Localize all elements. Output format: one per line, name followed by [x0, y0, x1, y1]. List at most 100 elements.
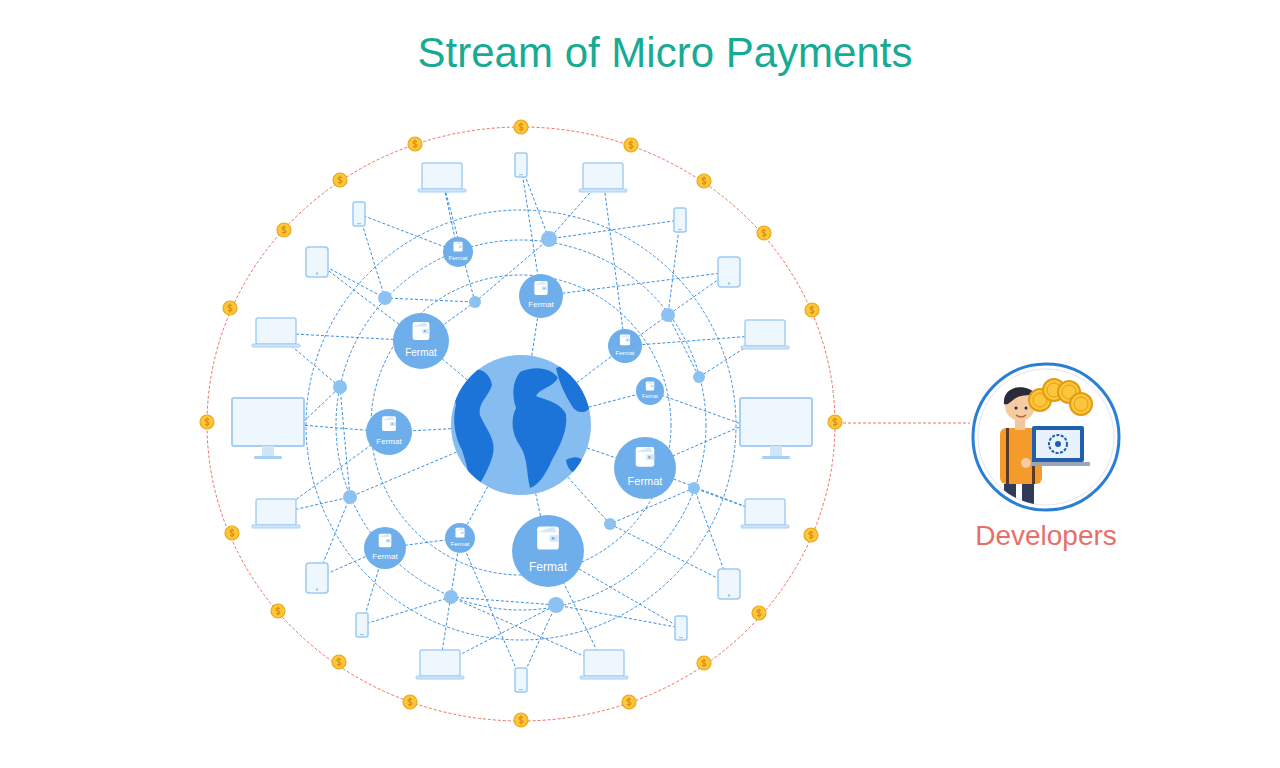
devices	[232, 153, 812, 692]
wallet-node: Fermat	[614, 437, 676, 499]
laptop-icon	[579, 163, 627, 192]
leg	[1004, 484, 1016, 514]
continent	[454, 369, 493, 492]
wallet-flap	[636, 447, 653, 452]
tablet-icon	[718, 569, 740, 599]
laptop-icon	[418, 163, 466, 192]
wallet-icon	[620, 334, 630, 345]
mesh-line	[300, 387, 340, 425]
wallet-icon	[382, 416, 396, 431]
tablet-icon	[306, 563, 328, 593]
network-rings	[306, 210, 736, 640]
coin-icon	[624, 138, 638, 152]
coin-icon	[277, 223, 291, 237]
mesh-line	[340, 387, 350, 497]
circle-fill	[445, 523, 475, 553]
wallet-dot	[462, 532, 463, 533]
wallet-flap	[379, 534, 390, 537]
wallet-clasp	[390, 422, 396, 426]
laptop-display	[1036, 430, 1080, 458]
wallet-flap	[454, 242, 462, 244]
wallet-node: Fermat	[366, 409, 412, 455]
mesh-lines	[276, 165, 765, 680]
hub-dot	[693, 371, 705, 383]
hub-dot	[541, 231, 557, 247]
phone-icon	[515, 153, 527, 177]
hub-dot	[661, 308, 675, 322]
wallet-flap	[620, 334, 629, 337]
mesh-line	[385, 298, 475, 302]
laptop-icon	[416, 650, 464, 679]
ring	[306, 210, 736, 640]
hub-dot	[343, 490, 357, 504]
mesh-line	[475, 239, 549, 302]
phone-icon	[674, 208, 686, 232]
wallet-node: Fermat	[393, 313, 449, 369]
developers-node: Developers	[966, 362, 1126, 552]
circle-fill	[608, 329, 642, 363]
wallet-icon	[454, 242, 463, 252]
coin-icon	[403, 695, 417, 709]
mesh-line	[603, 178, 625, 346]
mesh-line	[460, 538, 521, 680]
coin-icon	[223, 301, 237, 315]
mesh-line	[556, 605, 681, 628]
wallet-clasp	[459, 245, 463, 248]
coin-icon	[514, 713, 528, 727]
laptop-icon	[741, 320, 789, 349]
laptop-icon	[252, 499, 300, 528]
hub-dots	[333, 231, 705, 613]
coin-icon	[333, 173, 347, 187]
wallet-dot	[543, 287, 545, 289]
wallet-clasp	[422, 329, 429, 334]
globe	[451, 355, 596, 495]
continent	[566, 457, 584, 472]
wallet-circle	[393, 313, 449, 369]
gear-hub	[1055, 441, 1061, 447]
coins	[200, 120, 842, 727]
suspender	[1006, 428, 1009, 484]
wallet-clasp	[646, 454, 654, 460]
phone-icon	[353, 202, 365, 226]
circle-fill	[512, 515, 584, 587]
wallet-flap	[646, 381, 654, 383]
wallet-icon	[456, 528, 465, 538]
node-label: Fermat	[450, 541, 469, 547]
coin-icon	[697, 174, 711, 188]
wallet-icon	[534, 281, 547, 295]
wallet-clasp	[651, 385, 655, 388]
coin-icon	[622, 695, 636, 709]
wallet-node: Fermat	[445, 523, 475, 553]
monitor-icon	[232, 398, 304, 459]
wallet-icon	[636, 447, 655, 467]
wallet-dot	[651, 386, 652, 387]
wallet-dot	[391, 423, 393, 425]
node-label: Fermat	[628, 476, 663, 487]
mesh-line	[359, 214, 458, 252]
coin-rim	[1074, 397, 1088, 411]
node-label: Fermat	[376, 438, 401, 446]
mesh-line	[362, 597, 451, 625]
wallet-flap	[534, 281, 546, 285]
wallet-icon	[413, 322, 430, 340]
wallet-circle	[519, 274, 563, 318]
wallet-dot	[387, 540, 389, 542]
node-label: Fermat	[405, 348, 437, 358]
coin-icon	[697, 656, 711, 670]
wallet-clasp	[386, 539, 391, 543]
wallet-flap	[456, 528, 464, 530]
gear-icon	[1049, 435, 1067, 453]
circle-fill	[364, 527, 406, 569]
hub-dot	[444, 590, 458, 604]
hub-dot	[378, 291, 392, 305]
coin-icon	[805, 303, 819, 317]
mesh-line	[668, 220, 680, 315]
wallet-icon	[646, 381, 654, 390]
mesh-line	[451, 597, 604, 665]
leader-line	[843, 423, 970, 424]
phone-icon	[675, 616, 687, 640]
hub-dot	[548, 597, 564, 613]
tablet-icon	[306, 247, 328, 277]
node-label: Developers	[975, 520, 1117, 552]
